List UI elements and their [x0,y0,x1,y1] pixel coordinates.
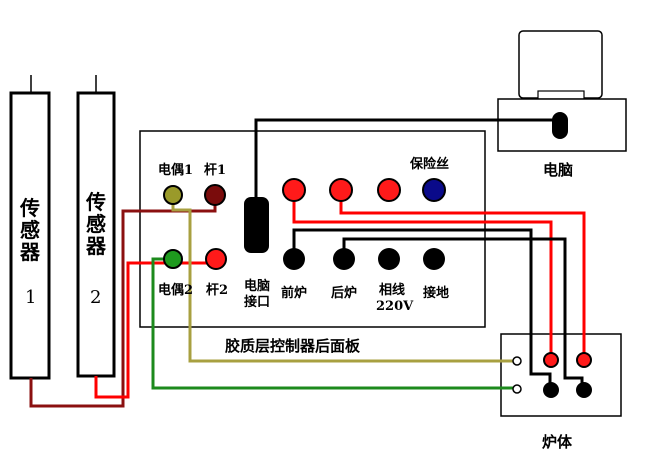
computer-label: 电脑 [543,161,573,179]
thermocouple1-terminal [163,185,183,205]
panel-title: 胶质层控制器后面板 [225,337,361,355]
thermocouple2-terminal [163,249,183,269]
label-rod2: 杆2 [206,282,228,298]
label-phase-line-2: 220V [376,299,414,314]
rod2-terminal [205,248,227,270]
furnace-olive-terminal [512,356,522,366]
label-thermocouple2: 电偶2 [158,282,193,298]
sensor-1-number: 1 [25,287,36,308]
computer-port [244,197,269,253]
label-computer-port-1: 电脑 [244,278,270,294]
label-thermocouple1: 电偶1 [158,162,193,178]
front-furnace-terminal [283,248,305,270]
label-front-furnace: 前炉 [281,285,307,301]
computer [497,30,627,152]
wire-rod1-sensor1 [29,195,217,408]
rear-furnace-terminal [333,248,355,270]
furnace-body [500,333,622,417]
sensor-2-char-2: 感 [86,212,106,236]
ground-terminal [423,248,445,270]
sensor-1-char-2: 感 [20,218,40,242]
wire-thermocouple2-furnace [151,257,517,390]
label-ground: 接地 [423,285,449,301]
furnace-black-terminal-2 [576,382,592,398]
label-phase-line-1: 相线 [379,282,405,298]
furnace-red-terminal-2 [576,352,592,368]
computer-cable [254,118,558,201]
fuse-terminal [422,178,446,202]
sensor-2-char-1: 传 [85,190,106,214]
sensor-2-number: 2 [90,287,101,308]
sensor-2: 传 感 器 2 [76,75,116,378]
label-rear-furnace: 后炉 [331,285,357,301]
phase-red-terminal [377,178,401,202]
wire-rear-black-furnace [342,237,584,390]
furnace-black-terminal-1 [543,382,559,398]
sensor-1-char-1: 传 [19,196,40,220]
furnace-red-terminal-1 [543,352,559,368]
rear-furnace-red-terminal [329,178,353,202]
label-computer-port-2: 接口 [244,294,270,310]
label-rod1: 杆1 [204,162,226,178]
furnace-label: 炉体 [542,433,573,451]
furnace-green-terminal [512,384,522,394]
wire-front-black-furnace [292,228,552,390]
wire-thermocouple1-furnace [171,199,517,363]
sensor-1-char-3: 器 [19,240,41,264]
rod1-terminal [204,184,226,206]
front-furnace-red-terminal [282,178,306,202]
label-fuse: 保险丝 [409,156,449,172]
phase-line-terminal [378,248,400,270]
wire-front-red-furnace [292,190,553,358]
sensor-2-char-3: 器 [85,234,107,258]
sensor-1: 传 感 器 1 [9,75,51,380]
